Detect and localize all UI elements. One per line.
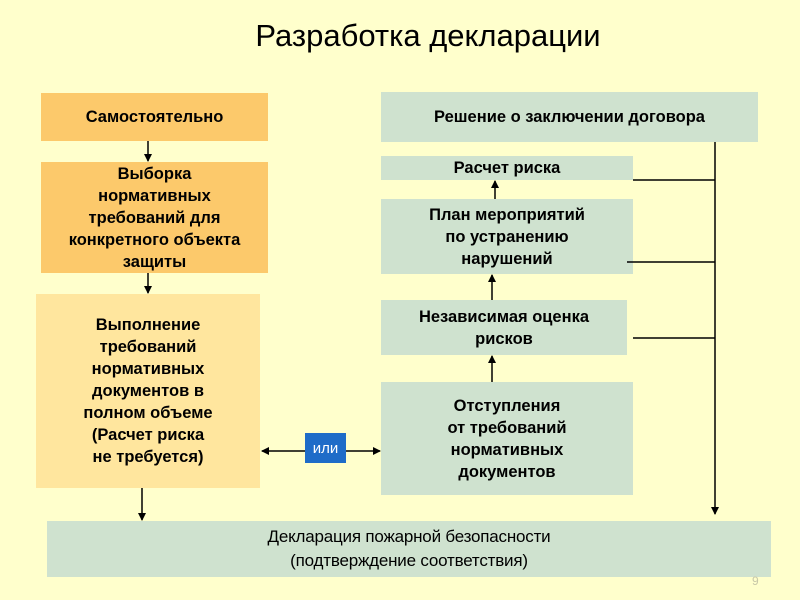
box-independent-assessment: Независимая оценка рисков [381, 300, 627, 355]
box-self: Самостоятельно [41, 93, 268, 141]
box-fire-safety-declaration: Декларация пожарной безопасности (подтве… [47, 521, 771, 577]
box-deviations: Отступления от требований нормативных до… [381, 382, 633, 495]
box-risk-calculation: Расчет риска [381, 156, 633, 180]
box-contract-decision: Решение о заключении договора [381, 92, 758, 142]
box-action-plan: План мероприятий по устранению нарушений [381, 199, 633, 274]
box-full-compliance: Выполнение требований нормативных докуме… [36, 294, 260, 488]
or-badge: или [305, 433, 346, 463]
slide-title: Разработка декларации [255, 18, 601, 53]
box-requirements-selection: Выборка нормативных требований для конкр… [41, 162, 268, 273]
page-number: 9 [752, 574, 759, 588]
